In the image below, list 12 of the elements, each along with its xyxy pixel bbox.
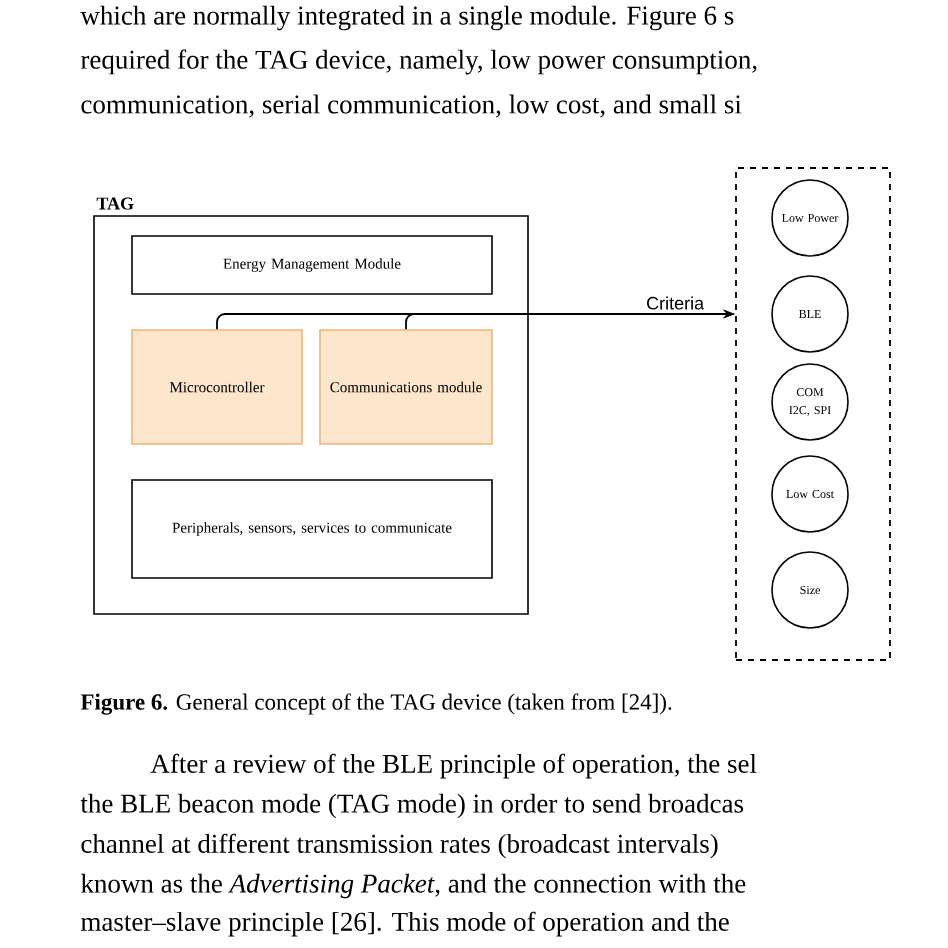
criteria-box xyxy=(735,167,891,661)
edge-label: Criteria xyxy=(647,296,705,310)
figure-caption: Figure 6. General concept of the TAG device (taken from [24]). xyxy=(80,693,672,715)
body-text: which are normally integrated in a single module. Figure 6 s xyxy=(80,5,734,31)
body-text: known as the Advertising Packet, and the connection with the xyxy=(80,873,746,899)
body-text: After a review of the BLE principle of operation, the sel xyxy=(150,753,757,779)
body-text: required for the TAG device, namely, low power consumption, xyxy=(80,49,757,75)
body-text: channel at different transmission rates (broadcast intervals) xyxy=(81,833,718,859)
node-label: TAG xyxy=(96,197,134,210)
body-text: the BLE beacon mode (TAG mode) in order to send broadcas xyxy=(80,793,744,819)
body-text: master–slave principle [26]. This mode of operation and the xyxy=(80,911,729,937)
body-text: communication, serial communication, low cost, and small si xyxy=(81,94,742,118)
